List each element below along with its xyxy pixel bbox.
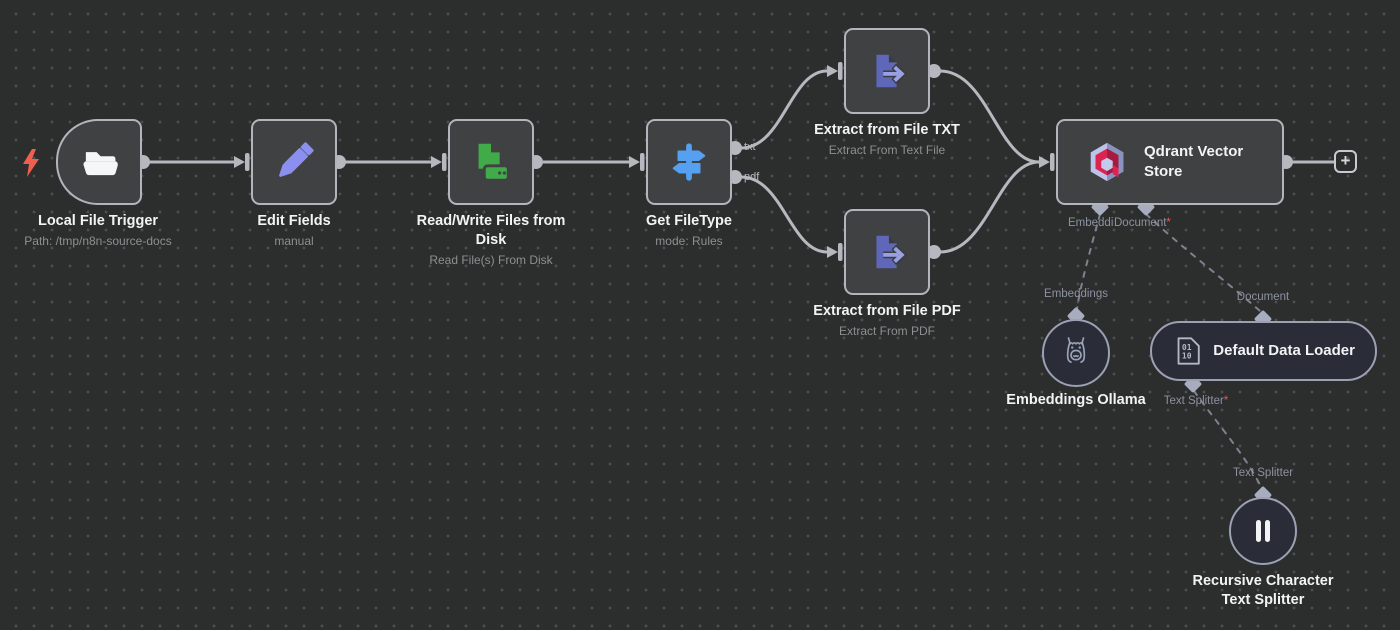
node-subtitle-edit-fields: manual bbox=[274, 234, 314, 248]
node-local-file-trigger[interactable] bbox=[56, 119, 142, 205]
input-port-extract-txt[interactable] bbox=[827, 62, 843, 80]
qdrant-input-labels: EmbeddingDocument* bbox=[1068, 217, 1171, 229]
node-subtitle-local-file-trigger: Path: /tmp/n8n-source-docs bbox=[24, 234, 172, 248]
node-title-edit-fields: Edit Fields bbox=[257, 213, 331, 229]
node-subtitle-extract-pdf: Extract From PDF bbox=[838, 324, 936, 338]
label-embedding-input: Embedding bbox=[1068, 217, 1114, 229]
node-subtitle-extract-txt: Extract From Text File bbox=[828, 143, 946, 157]
node-title-default-data-loader: Default Data Loader bbox=[1213, 342, 1355, 359]
connection-qdrant-to-embeddings-ollama[interactable] bbox=[1076, 213, 1101, 310]
input-port-extract-pdf[interactable] bbox=[827, 243, 843, 261]
output-label-txt: txt bbox=[744, 141, 756, 153]
add-node-button[interactable]: + bbox=[1334, 150, 1357, 173]
node-title-qdrant: Qdrant Vector Store bbox=[1144, 143, 1244, 180]
node-title-read-write: Read/Write Files from Disk bbox=[416, 213, 566, 248]
pencil-icon bbox=[279, 142, 314, 177]
node-subtitle-get-filetype: mode: Rules bbox=[655, 234, 723, 248]
node-title-local-file-trigger: Local File Trigger bbox=[37, 213, 159, 229]
label-embeddings: Embeddings bbox=[1044, 288, 1108, 300]
node-get-filetype[interactable] bbox=[646, 119, 732, 205]
label-document-input: Document bbox=[1114, 217, 1167, 229]
label-text-splitter-required: Text Splitter* bbox=[1163, 395, 1229, 407]
svg-text:10: 10 bbox=[1182, 352, 1192, 361]
node-embeddings-ollama[interactable] bbox=[1042, 319, 1110, 387]
folder-open-icon bbox=[83, 152, 118, 176]
connection-get-filetype-txt-to-extract-txt[interactable] bbox=[740, 69, 828, 150]
pause-icon bbox=[1256, 520, 1270, 542]
node-extract-from-file-txt[interactable] bbox=[844, 28, 930, 114]
connection-data-loader-to-text-splitter[interactable] bbox=[1193, 390, 1262, 488]
label-text-splitter: Text Splitter bbox=[1232, 467, 1294, 479]
signpost-icon bbox=[672, 143, 706, 181]
node-edit-fields[interactable] bbox=[251, 119, 337, 205]
output-port-extract-pdf[interactable] bbox=[927, 245, 941, 259]
node-title-embeddings-ollama: Embeddings Ollama bbox=[1006, 392, 1146, 408]
input-port-read-write[interactable] bbox=[431, 153, 447, 171]
node-extract-from-file-pdf[interactable] bbox=[844, 209, 930, 295]
output-label-pdf: pdf bbox=[744, 171, 760, 183]
node-title-recursive-splitter: Recursive Character Text Splitter bbox=[1192, 573, 1334, 608]
node-default-data-loader[interactable]: 01 10 Default Data Loader bbox=[1150, 321, 1377, 381]
required-marker: * bbox=[1223, 395, 1229, 407]
node-recursive-character-text-splitter[interactable] bbox=[1229, 497, 1297, 565]
file-export-icon bbox=[876, 235, 908, 269]
llama-icon bbox=[1066, 337, 1086, 363]
required-marker: * bbox=[1166, 217, 1171, 229]
svg-text:01: 01 bbox=[1182, 343, 1192, 352]
input-port-edit-fields[interactable] bbox=[234, 153, 250, 171]
connection-extract-txt-to-qdrant[interactable] bbox=[939, 69, 1040, 164]
input-port-qdrant[interactable] bbox=[1039, 153, 1055, 171]
node-title-extract-txt: Extract from File TXT bbox=[814, 122, 960, 138]
connection-qdrant-to-default-data-loader[interactable] bbox=[1145, 213, 1261, 312]
connection-get-filetype-pdf-to-extract-pdf[interactable] bbox=[740, 175, 828, 254]
node-title-get-filetype: Get FileType bbox=[646, 213, 732, 229]
plus-icon: + bbox=[1340, 151, 1351, 170]
input-port-get-filetype[interactable] bbox=[629, 153, 645, 171]
lightning-trigger-icon bbox=[23, 149, 39, 177]
node-title-extract-pdf: Extract from File PDF bbox=[813, 303, 961, 319]
label-document: Document bbox=[1236, 291, 1290, 303]
node-subtitle-read-write: Read File(s) From Disk bbox=[429, 253, 553, 267]
file-and-disk-icon bbox=[478, 143, 510, 182]
binary-file-icon: 01 10 bbox=[1177, 337, 1200, 365]
node-read-write-files-from-disk[interactable] bbox=[448, 119, 534, 205]
file-export-icon bbox=[876, 54, 908, 88]
node-qdrant-vector-store[interactable]: Qdrant Vector Store bbox=[1056, 119, 1284, 205]
qdrant-logo-icon bbox=[1090, 142, 1124, 182]
connection-extract-pdf-to-qdrant[interactable] bbox=[939, 160, 1040, 254]
output-port-extract-txt[interactable] bbox=[927, 64, 941, 78]
